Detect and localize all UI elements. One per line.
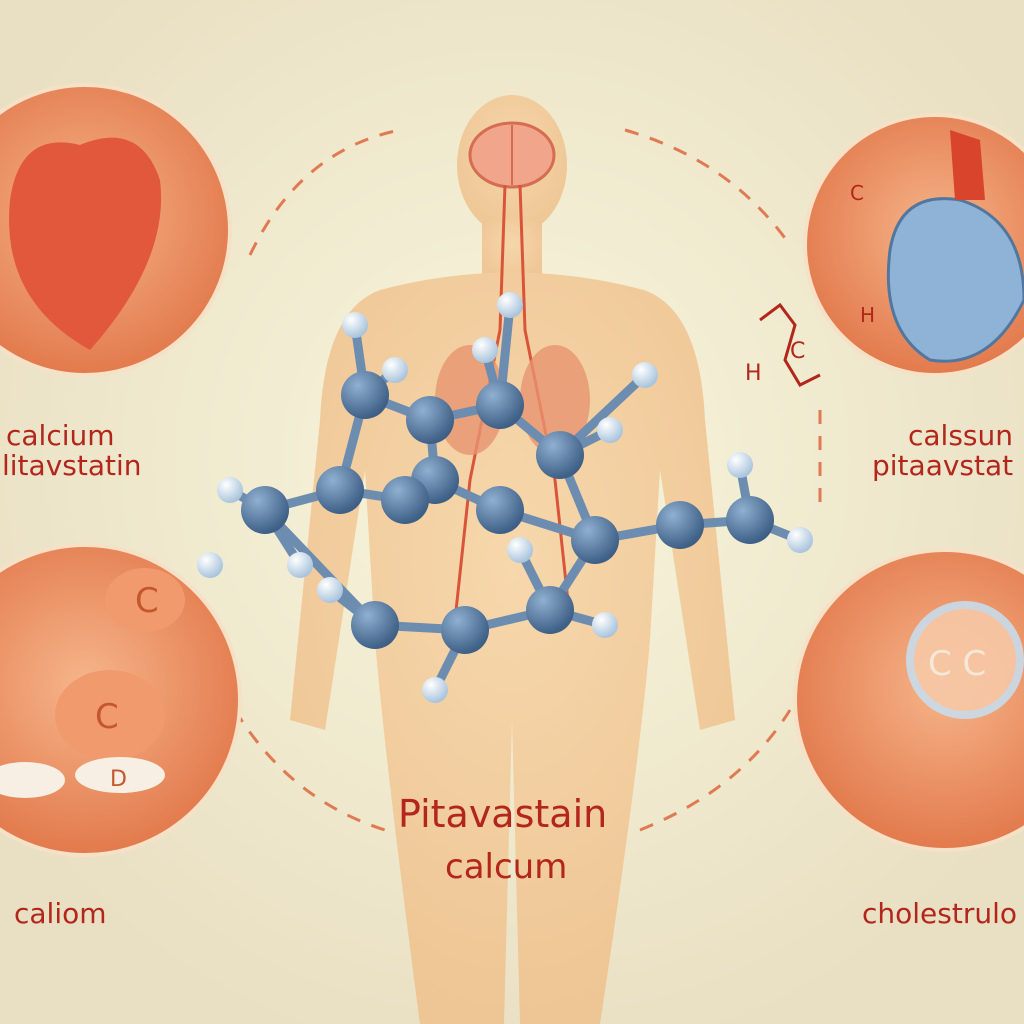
- hydrogen-atom: [632, 362, 658, 388]
- brain-icon: [468, 121, 556, 189]
- heart-panel: [0, 83, 232, 377]
- bottom-left-label: caliom: [14, 897, 107, 930]
- carbon-atom: [406, 396, 454, 444]
- hydrogen-atom: [382, 357, 408, 383]
- carbon-atom: [571, 516, 619, 564]
- top-left-label-line2: litavstatin: [2, 449, 142, 482]
- center-title: Pitavastain: [398, 792, 608, 836]
- center-subtitle: calcum: [445, 847, 568, 887]
- bottom-right-label: cholestrulo: [862, 897, 1018, 930]
- cycle-arrows: [233, 128, 822, 832]
- heart-anatomy-panel: C H: [803, 113, 1024, 377]
- hydrogen-atom: [472, 337, 498, 363]
- hydrogen-atom: [507, 537, 533, 563]
- top-left-label-line1: calcium: [6, 419, 115, 452]
- cholesterol-panel: C C: [793, 548, 1024, 852]
- pitavastatin-molecule: [197, 292, 813, 703]
- tablet-letter: C: [135, 581, 159, 621]
- top-right-label-line1: calssun: [908, 419, 1013, 452]
- lens-letters: C C: [928, 644, 986, 684]
- carbon-atom: [381, 476, 429, 524]
- hydrogen-atom: [197, 552, 223, 578]
- hydrogen-atom: [787, 527, 813, 553]
- carbon-atom: [476, 381, 524, 429]
- carbon-atom: [441, 606, 489, 654]
- formula-h: H: [745, 361, 762, 386]
- carbon-atom: [351, 601, 399, 649]
- hydrogen-atom: [592, 612, 618, 638]
- magnifier-icon: [906, 601, 1024, 719]
- carbon-atom: [341, 371, 389, 419]
- carbon-atom: [316, 466, 364, 514]
- hydrogen-atom: [422, 677, 448, 703]
- hydrogen-atom: [597, 417, 623, 443]
- hydrogen-atom: [342, 312, 368, 338]
- hydrogen-atom: [317, 577, 343, 603]
- heart-formula-h: H: [860, 303, 875, 327]
- tablet-letter: C: [95, 697, 119, 737]
- carbon-atom: [526, 586, 574, 634]
- hydrogen-atom: [217, 477, 243, 503]
- formula-c: C: [790, 339, 805, 364]
- hydrogen-atom: [727, 452, 753, 478]
- tablets-panel: C C D: [0, 543, 242, 857]
- tablet-letter: D: [110, 767, 127, 792]
- heart-formula-c: C: [850, 181, 864, 205]
- top-right-label-line2: pitaavstat: [872, 449, 1014, 482]
- carbon-atom: [656, 501, 704, 549]
- hydrogen-atom: [287, 552, 313, 578]
- structure-sketch: H C: [745, 302, 821, 387]
- carbon-atom: [241, 486, 289, 534]
- carbon-atom: [536, 431, 584, 479]
- carbon-atom: [726, 496, 774, 544]
- hydrogen-atom: [497, 292, 523, 318]
- carbon-atom: [476, 486, 524, 534]
